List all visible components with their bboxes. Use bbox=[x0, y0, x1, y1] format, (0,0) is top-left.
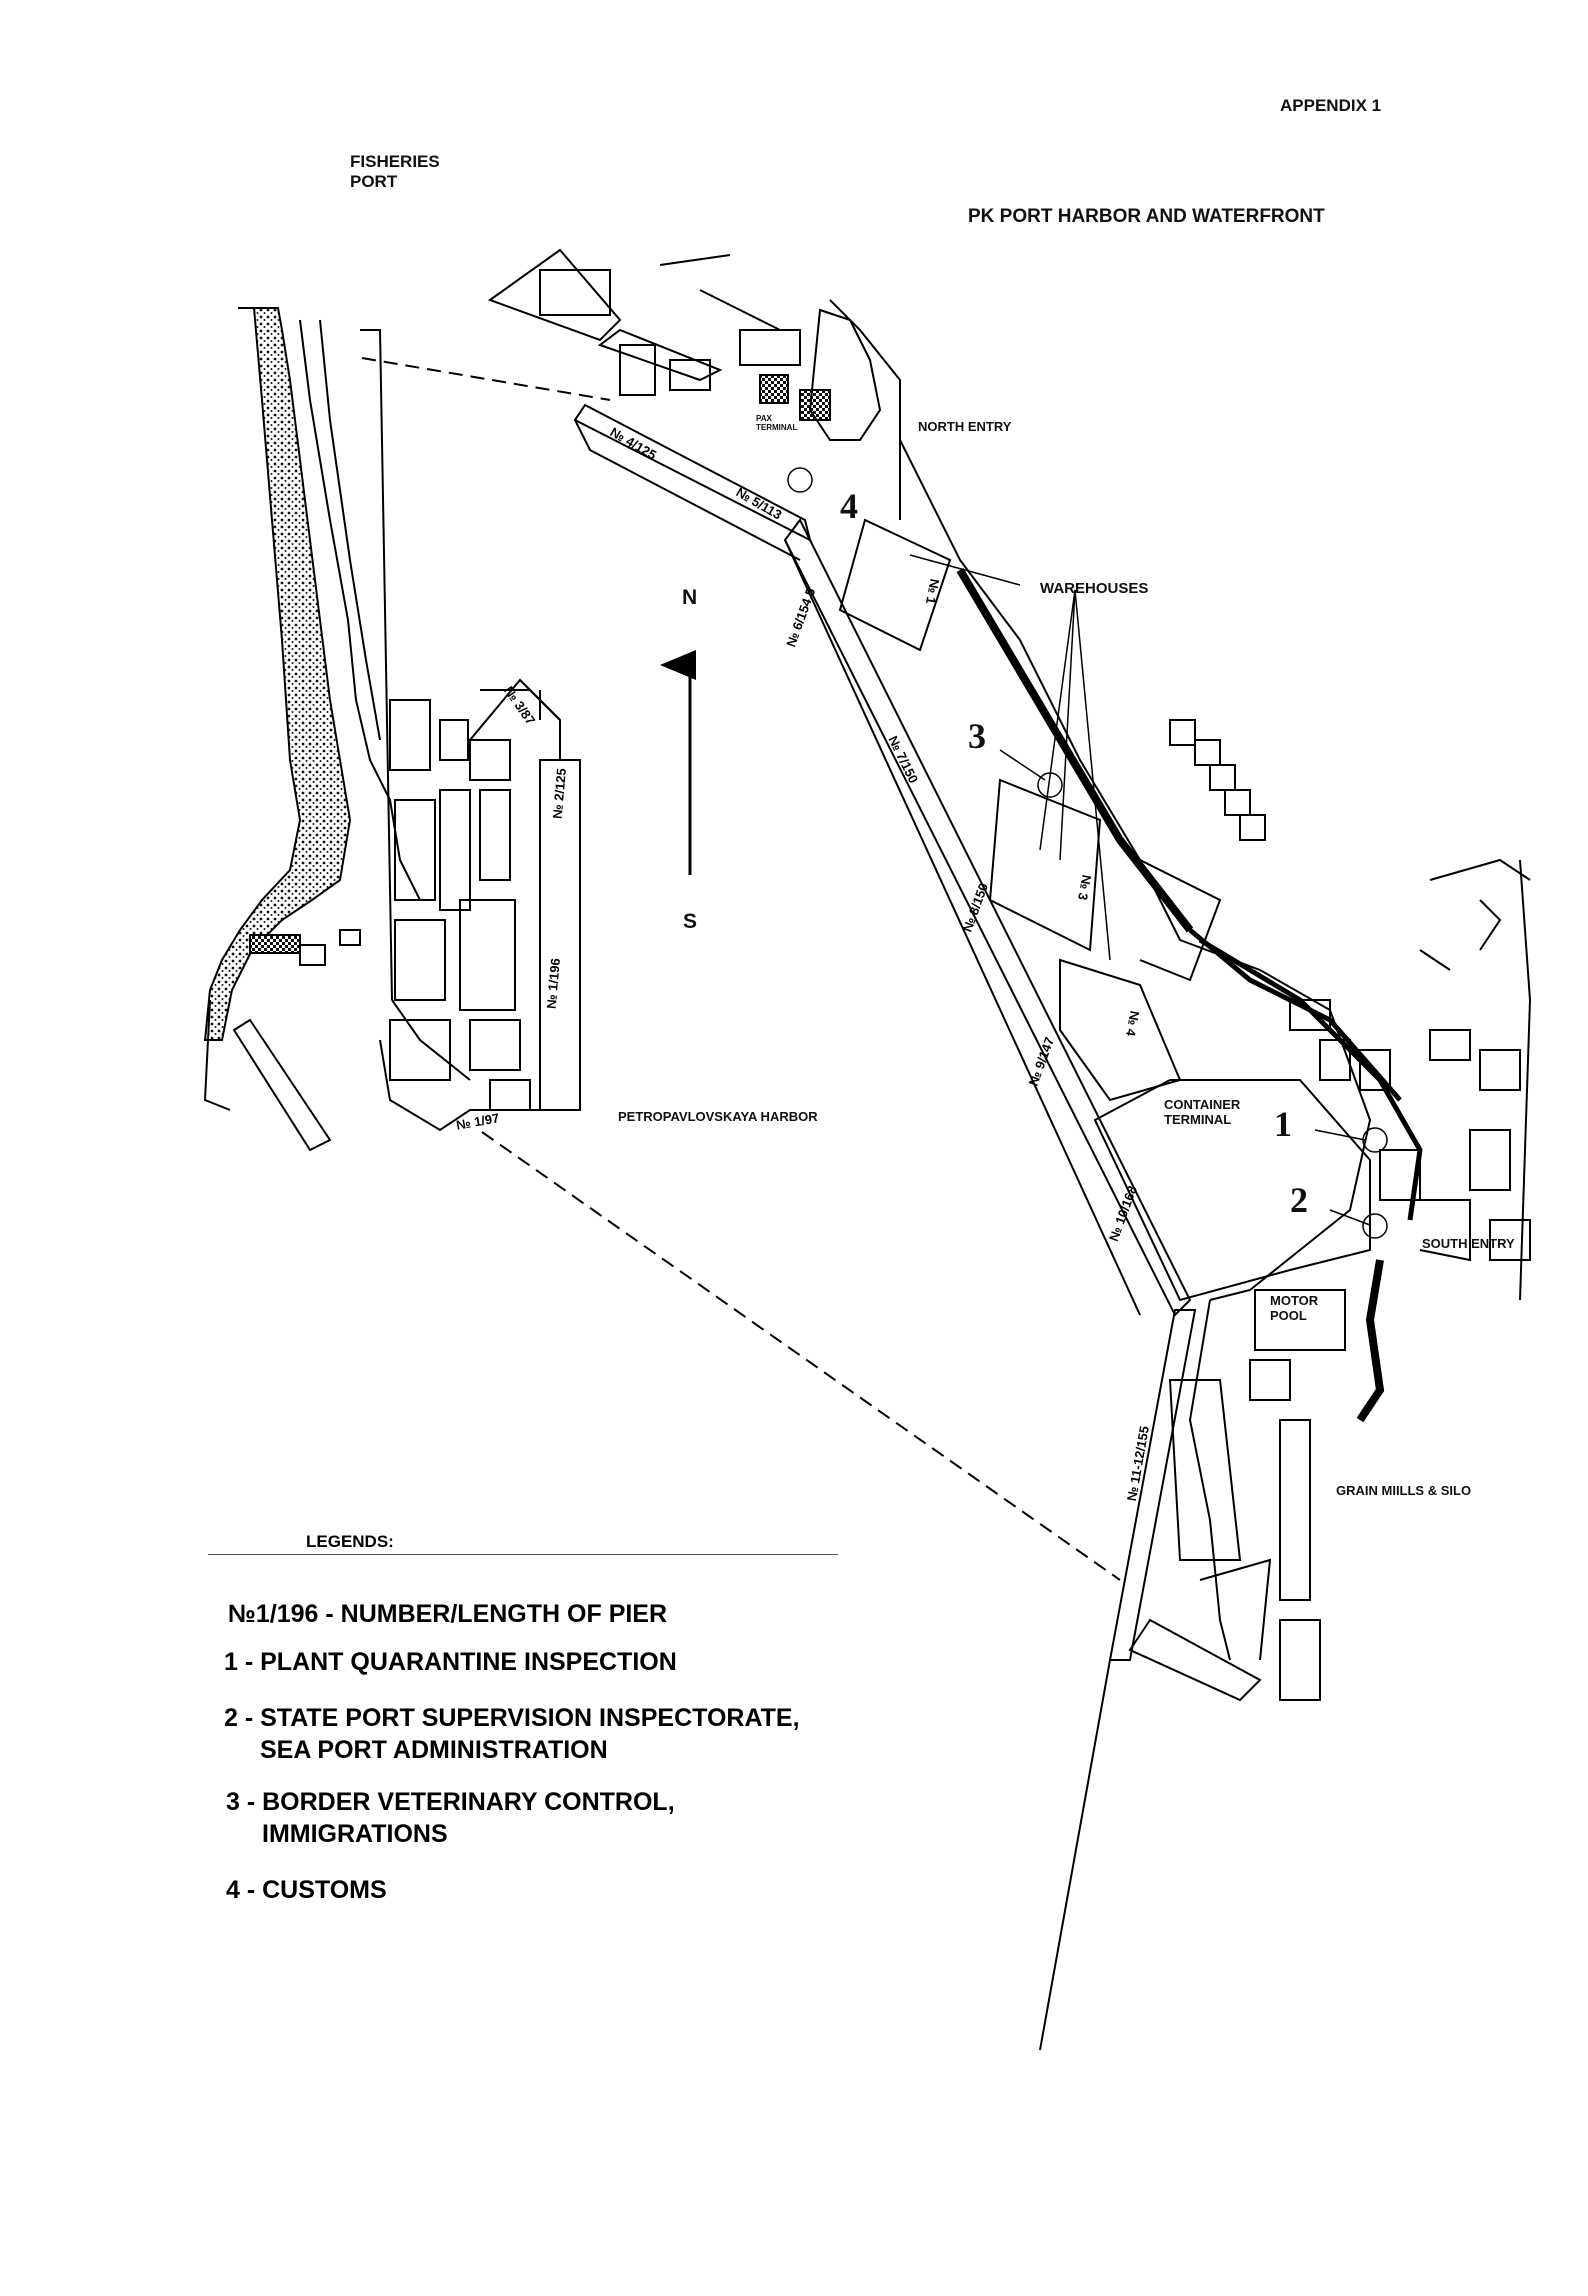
lower-quay bbox=[1108, 1309, 1197, 1661]
container-terminal-label: CONTAINER TERMINAL bbox=[1164, 1097, 1241, 1128]
page-title: PK PORT HARBOR AND WATERFRONT bbox=[968, 206, 1325, 227]
pax-terminal-label: PAX TERMINAL bbox=[756, 414, 797, 432]
legend-item-3: 3 - BORDER VETERINARY CONTROL, IMMIGRATI… bbox=[226, 1786, 675, 1850]
legend-item-1: 1 - PLANT QUARANTINE INSPECTION bbox=[224, 1648, 677, 1676]
fisheries-port-label: FISHERIES PORT bbox=[350, 152, 440, 191]
main-port-area bbox=[487, 248, 1532, 2051]
legend-item-3-line2: IMMIGRATIONS bbox=[262, 1820, 448, 1848]
warehouse-1-shape bbox=[838, 518, 952, 652]
motor-pool-label: MOTOR POOL bbox=[1270, 1293, 1319, 1324]
detail-connector-bottom bbox=[481, 1131, 1121, 1581]
grain-mills-label: GRAIN MIILLS & SILO bbox=[1336, 1483, 1472, 1498]
north-entry-label: NORTH ENTRY bbox=[918, 419, 1012, 434]
legend-item-3-line1: 3 - BORDER VETERINARY CONTROL, bbox=[226, 1788, 675, 1816]
container-terminal-line2: TERMINAL bbox=[1164, 1111, 1232, 1127]
legend-item-2-line1: 2 - STATE PORT SUPERVISION INSPECTORATE, bbox=[224, 1704, 800, 1732]
marker-4: 4 bbox=[840, 486, 858, 526]
motor-pool-line1: MOTOR bbox=[1270, 1293, 1319, 1308]
pax-terminal-line2: TERMINAL bbox=[756, 423, 798, 433]
legend-title: LEGENDS: bbox=[306, 1532, 394, 1551]
legend-pier-key: №1/196 - NUMBER/LENGTH OF PIER bbox=[228, 1600, 668, 1628]
appendix-label: APPENDIX 1 bbox=[1280, 96, 1382, 115]
warehouse-3-shape bbox=[988, 778, 1102, 952]
south-entry-label: SOUTH ENTRY bbox=[1422, 1236, 1515, 1251]
legend-item-2: 2 - STATE PORT SUPERVISION INSPECTORATE,… bbox=[224, 1702, 800, 1766]
marker-1: 1 bbox=[1274, 1104, 1292, 1144]
marker-2: 2 bbox=[1290, 1180, 1308, 1220]
coastline-shading bbox=[203, 307, 352, 1041]
legend-item-4: 4 - CUSTOMS bbox=[226, 1876, 387, 1904]
container-terminal-line1: CONTAINER bbox=[1164, 1097, 1241, 1112]
warehouse-4-shape bbox=[1059, 958, 1182, 1102]
warehouses-label: WAREHOUSES bbox=[1040, 580, 1149, 597]
south-label: S bbox=[683, 910, 698, 933]
container-terminal bbox=[1093, 1079, 1371, 1302]
fisheries-port-line1: FISHERIES bbox=[350, 152, 440, 171]
legend-divider bbox=[208, 1554, 838, 1555]
harbor-label: PETROPAVLOVSKAYA HARBOR bbox=[618, 1109, 818, 1124]
legend-item-2-line2: SEA PORT ADMINISTRATION bbox=[260, 1736, 608, 1764]
detail-connector-top bbox=[361, 357, 611, 401]
fisheries-port-area bbox=[203, 307, 581, 1152]
fisheries-port-line2: PORT bbox=[350, 171, 398, 191]
warehouse-leader-lines bbox=[909, 554, 1111, 961]
marker-3: 3 bbox=[968, 716, 986, 756]
pax-terminal-line1: PAX bbox=[756, 414, 772, 423]
motor-pool-line2: POOL bbox=[1270, 1307, 1307, 1323]
north-label: N bbox=[682, 586, 698, 609]
